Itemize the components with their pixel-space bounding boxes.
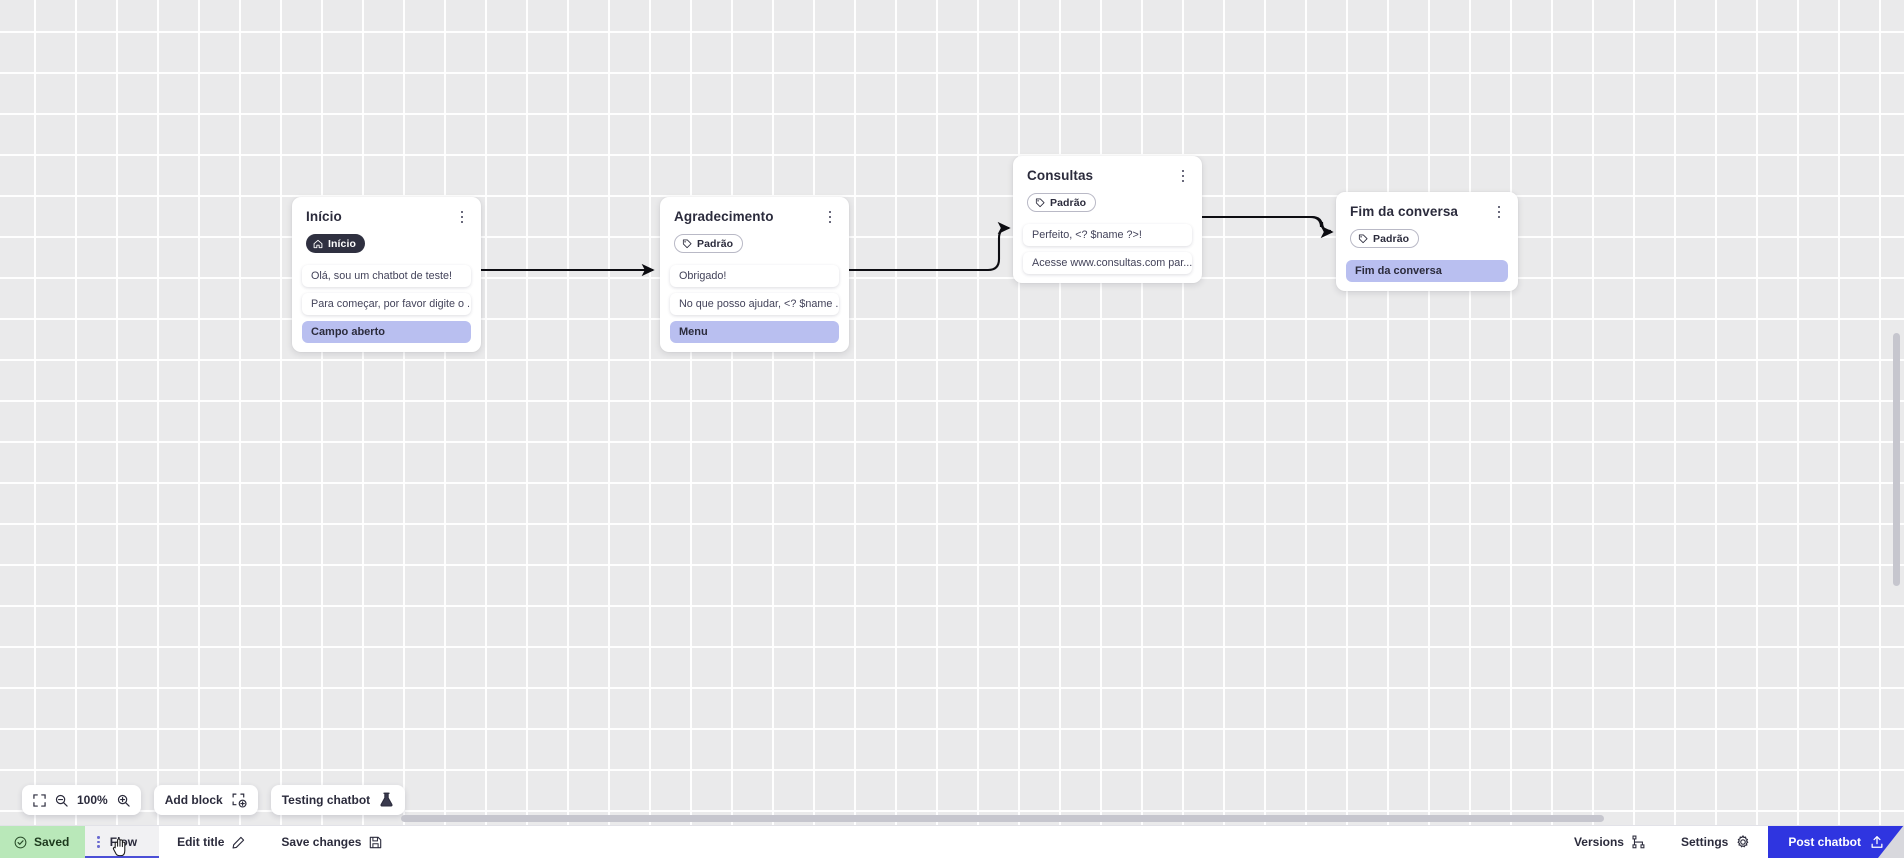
bottom-status-bar: Saved Flow Edit title Save changes Versi… [0, 825, 1904, 858]
testing-chatbot-label: Testing chatbot [281, 793, 371, 807]
upload-icon [1871, 836, 1883, 848]
node-badge-label: Padrão [1373, 232, 1410, 245]
node-header: Fim da conversa [1346, 202, 1508, 221]
node-item-message[interactable]: Olá, sou um chatbot de teste! [302, 264, 471, 287]
node-menu-button[interactable] [1176, 167, 1190, 185]
pencil-icon [232, 836, 245, 849]
node-title: Fim da conversa [1350, 204, 1459, 219]
add-block-button[interactable]: Add block [153, 785, 258, 815]
floppy-disk-icon [370, 836, 382, 848]
node-item-action[interactable]: Fim da conversa [1346, 259, 1508, 282]
node-item-action[interactable]: Campo aberto [302, 320, 471, 343]
node-item-message[interactable]: Acesse www.consultas.com par... [1023, 251, 1192, 274]
node-header: Agradecimento [670, 207, 839, 226]
flask-icon [379, 792, 394, 808]
node-items: Obrigado! No que posso ajudar, <? $name … [670, 264, 839, 343]
node-badge-row: Padrão [670, 226, 839, 256]
node-menu-button[interactable] [455, 208, 469, 226]
node-menu-button[interactable] [1492, 203, 1506, 221]
node-title: Agradecimento [674, 209, 774, 224]
node-item-message[interactable]: No que posso ajudar, <? $name ... [670, 292, 839, 315]
node-badge-label: Padrão [1050, 196, 1087, 209]
tag-icon [682, 239, 692, 248]
branch-icon [1632, 835, 1645, 849]
versions-label: Versions [1573, 835, 1624, 849]
node-badge-padrao[interactable]: Padrão [1027, 193, 1097, 212]
node-title: Início [306, 209, 342, 224]
node-items: Fim da conversa [1346, 259, 1508, 282]
save-changes-button[interactable]: Save changes [263, 826, 400, 858]
node-items: Olá, sou um chatbot de teste! Para começ… [302, 264, 471, 343]
zoom-level-label: 100% [77, 793, 108, 807]
settings-button[interactable]: Settings [1663, 826, 1768, 858]
flow-node-inicio[interactable]: Início Início Olá, sou um chatbot de tes… [292, 197, 481, 352]
node-badge-row: Padrão [1346, 221, 1508, 251]
node-item-message[interactable]: Obrigado! [670, 264, 839, 287]
save-changes-label: Save changes [281, 835, 362, 849]
flow-canvas[interactable]: Início Início Olá, sou um chatbot de tes… [0, 0, 1904, 825]
flow-node-consultas[interactable]: Consultas Padrão Perfeito, <? $name ?>! … [1013, 156, 1202, 283]
node-title: Consultas [1027, 168, 1094, 183]
tab-flow[interactable]: Flow [85, 826, 160, 858]
node-badge-label: Padrão [697, 237, 734, 250]
gear-icon [1737, 835, 1749, 848]
home-icon [313, 239, 323, 248]
drag-handle-icon[interactable] [93, 836, 103, 848]
tag-icon [1358, 234, 1368, 243]
node-badge-inicio[interactable]: Início [306, 234, 366, 253]
node-item-action[interactable]: Menu [670, 320, 839, 343]
add-block-label: Add block [164, 793, 223, 807]
node-menu-button[interactable] [823, 208, 837, 226]
node-item-message[interactable]: Perfeito, <? $name ?>! [1023, 223, 1192, 246]
edit-title-label: Edit title [177, 835, 225, 849]
tag-icon [1035, 198, 1045, 207]
node-badge-row: Início [302, 226, 471, 256]
versions-button[interactable]: Versions [1556, 826, 1663, 858]
saved-status-badge: Saved [0, 826, 86, 858]
zoom-in-icon[interactable] [117, 794, 130, 807]
canvas-toolbar: 100% Add block Testing chatbot [22, 785, 406, 815]
statusbar-spacer [400, 826, 1555, 858]
zoom-controls: 100% [22, 785, 141, 815]
node-badge-row: Padrão [1023, 185, 1192, 215]
tab-flow-label: Flow [109, 835, 138, 849]
vertical-scrollbar[interactable] [1893, 333, 1900, 586]
edit-title-button[interactable]: Edit title [159, 826, 263, 858]
node-items: Perfeito, <? $name ?>! Acesse www.consul… [1023, 223, 1192, 274]
node-badge-padrao[interactable]: Padrão [1350, 229, 1420, 248]
post-chatbot-button[interactable]: Post chatbot [1768, 826, 1904, 858]
zoom-out-icon[interactable] [55, 794, 68, 807]
post-chatbot-label: Post chatbot [1788, 835, 1861, 849]
add-block-icon [232, 793, 247, 808]
saved-label: Saved [34, 835, 70, 849]
node-badge-padrao[interactable]: Padrão [674, 234, 744, 253]
settings-label: Settings [1680, 835, 1729, 849]
flow-node-agradecimento[interactable]: Agradecimento Padrão Obrigado! No que po… [660, 197, 849, 352]
fit-screen-icon[interactable] [33, 793, 46, 807]
node-header: Consultas [1023, 166, 1192, 185]
flow-node-fim-da-conversa[interactable]: Fim da conversa Padrão Fim da conversa [1336, 192, 1518, 291]
node-header: Início [302, 207, 471, 226]
check-circle-icon [14, 836, 27, 848]
testing-chatbot-button[interactable]: Testing chatbot [270, 785, 406, 815]
horizontal-scrollbar[interactable] [401, 815, 1604, 822]
node-item-message[interactable]: Para começar, por favor digite o ... [302, 292, 471, 315]
node-badge-label: Início [328, 237, 357, 250]
flow-connectors [481, 215, 1334, 277]
